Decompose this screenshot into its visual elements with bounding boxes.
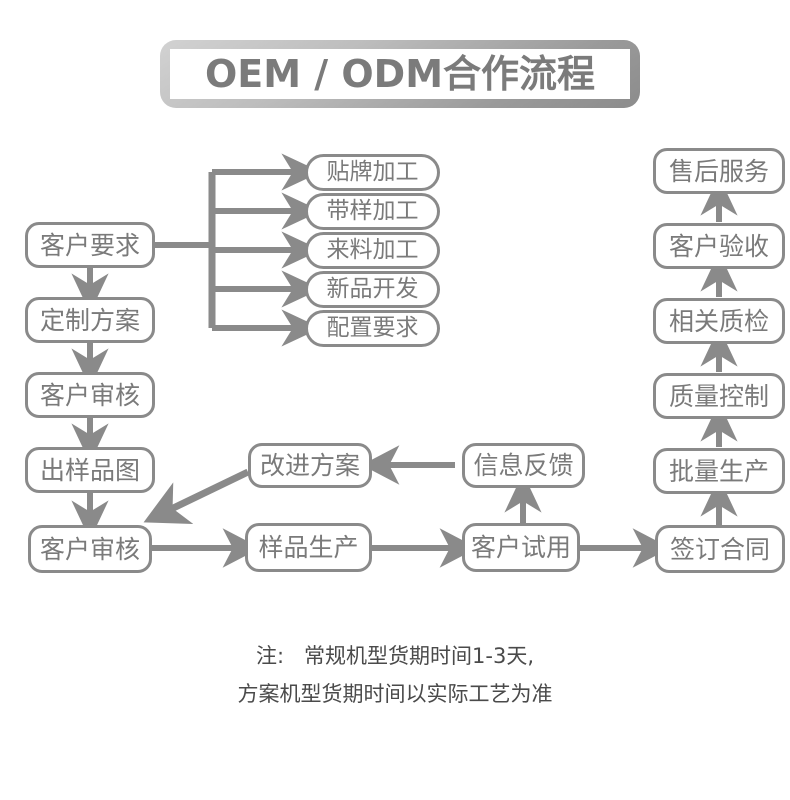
node-information-feedback[interactable]: 信息反馈	[462, 443, 585, 488]
node-label: 客户审核	[39, 534, 140, 564]
node-label: 改进方案	[259, 451, 360, 480]
node-label: 信息反馈	[473, 451, 574, 480]
node-customer-review-1[interactable]: 客户审核	[25, 372, 155, 418]
chart-title-frame: OEM / ODM合作流程	[160, 40, 640, 108]
node-improvement-plan[interactable]: 改进方案	[248, 443, 372, 488]
node-label: 批量生产	[668, 456, 769, 486]
node-label: 来料加工	[326, 237, 419, 263]
node-customer-requirement[interactable]: 客户要求	[25, 222, 155, 268]
node-label: 配置要求	[326, 315, 419, 341]
node-new-product-development[interactable]: 新品开发	[305, 271, 440, 308]
node-related-inspection[interactable]: 相关质检	[653, 298, 785, 344]
node-label: 客户试用	[470, 533, 571, 562]
node-material-supplied-processing[interactable]: 来料加工	[305, 232, 440, 269]
chart-title-inner: OEM / ODM合作流程	[170, 49, 630, 99]
node-label: 售后服务	[668, 156, 769, 186]
node-label: 样品生产	[258, 533, 359, 562]
node-label: 出样品图	[39, 455, 140, 485]
node-label: 签订合同	[669, 534, 770, 564]
node-custom-plan[interactable]: 定制方案	[25, 297, 155, 343]
node-configuration-requirement[interactable]: 配置要求	[305, 310, 440, 347]
note-line-2: 方案机型货期时间以实际工艺为准	[237, 682, 553, 706]
node-sample-drawing[interactable]: 出样品图	[25, 447, 155, 493]
node-customer-acceptance[interactable]: 客户验收	[653, 223, 785, 269]
node-label: 客户要求	[39, 230, 140, 260]
link-improvement-to-review2	[143, 468, 250, 524]
node-label: 新品开发	[326, 276, 419, 302]
node-label: 贴牌加工	[326, 159, 419, 185]
node-label: 带样加工	[326, 198, 419, 224]
node-label: 相关质检	[668, 306, 769, 336]
node-sample-based-processing[interactable]: 带样加工	[305, 193, 440, 230]
note-line-1: 注: 常规机型货期时间1-3天,	[255, 644, 535, 668]
node-sample-production[interactable]: 样品生产	[245, 523, 372, 572]
node-customer-review-2[interactable]: 客户审核	[28, 525, 152, 573]
node-after-sales-service[interactable]: 售后服务	[653, 148, 785, 194]
node-label: 客户验收	[668, 231, 769, 261]
page-title: OEM / ODM合作流程	[204, 52, 596, 96]
node-customer-trial[interactable]: 客户试用	[462, 523, 580, 572]
node-label: 定制方案	[39, 305, 140, 335]
node-sign-contract[interactable]: 签订合同	[655, 525, 785, 573]
node-oem-processing[interactable]: 贴牌加工	[305, 154, 440, 191]
node-label: 质量控制	[668, 381, 769, 411]
node-quality-control[interactable]: 质量控制	[653, 373, 785, 419]
node-mass-production[interactable]: 批量生产	[653, 448, 785, 494]
node-label: 客户审核	[39, 380, 140, 410]
